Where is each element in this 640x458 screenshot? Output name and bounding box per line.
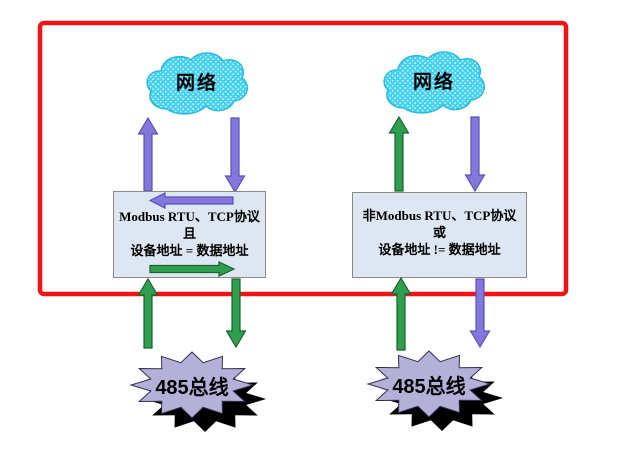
left-bus-down-arrow-icon [225, 278, 247, 348]
right-bus-up-arrow-icon [390, 277, 412, 351]
left-bus-up-arrow-icon [137, 278, 159, 349]
condition-line: 或 [432, 225, 446, 240]
cloud-label-left: 网络 [175, 72, 218, 94]
right-bus-burst-icon [366, 350, 503, 431]
right-condition-box [352, 192, 527, 278]
left-cloud-up-arrow-icon [137, 117, 159, 192]
right-cloud-down-arrow-icon [464, 116, 486, 192]
condition-line: Modbus RTU、TCP协议 [119, 209, 260, 224]
bus-label-left: 485总线 [155, 376, 229, 399]
condition-line: 非Modbus RTU、TCP协议 [362, 208, 517, 223]
left-cloud-down-arrow-icon [224, 117, 246, 193]
network-cloud-right-icon [383, 51, 486, 114]
left-condition-text: Modbus RTU、TCP协议 且 设备地址 = 数据地址 [113, 208, 266, 259]
left-bus-burst-icon [129, 351, 266, 432]
right-cloud-up-arrow-icon [388, 116, 410, 192]
network-cloud-left-icon [146, 52, 249, 115]
left-condition-box [113, 191, 266, 278]
cloud-label-right: 网络 [412, 71, 455, 93]
condition-line: 设备地址 = 数据地址 [130, 243, 249, 258]
bus-label-right: 485总线 [392, 375, 466, 398]
red-frame-rect [37, 20, 569, 297]
left-box-internal-right-arrow-icon [149, 261, 235, 277]
right-bus-down-arrow-icon [469, 278, 491, 348]
right-condition-text: 非Modbus RTU、TCP协议 或 设备地址 != 数据地址 [352, 207, 527, 258]
condition-line: 且 [182, 226, 196, 241]
left-box-internal-left-arrow-icon [149, 192, 234, 209]
condition-line: 设备地址 != 数据地址 [378, 242, 501, 257]
